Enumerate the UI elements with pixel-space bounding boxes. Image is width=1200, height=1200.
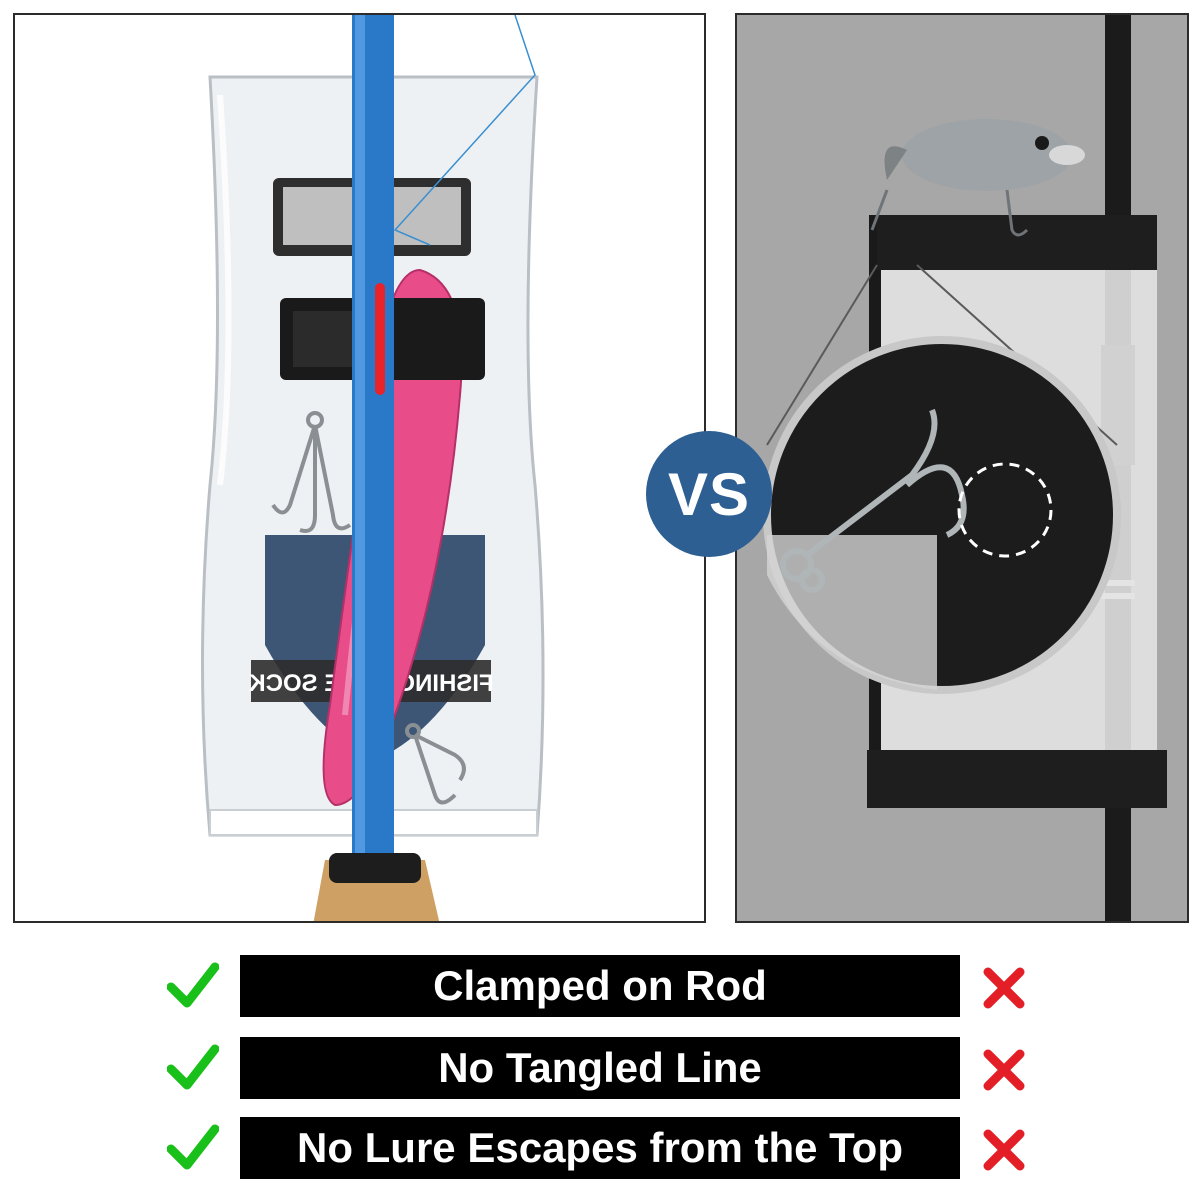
comparison-row-tangle: No Tangled Line: [0, 1037, 1200, 1099]
comparison-label: No Lure Escapes from the Top: [240, 1117, 960, 1179]
treble-hook-bottom-icon: [405, 723, 466, 805]
comparison-label: Clamped on Rod: [240, 955, 960, 1017]
clear-lure-sock-illustration: FISHING LURE SOCK: [201, 15, 545, 921]
cross-icon: [983, 1129, 1025, 1171]
comparison-label: No Tangled Line: [240, 1037, 960, 1099]
velcro-lure-wrap-illustration: [763, 15, 1167, 921]
check-icon: [167, 1124, 219, 1170]
right-competitor-panel: [735, 13, 1189, 923]
treble-hook-icon: [271, 411, 352, 533]
crank-lure: [902, 119, 1072, 191]
top-velcro-strap: [877, 215, 1157, 270]
bottom-velcro-strap: [867, 750, 1167, 808]
check-icon: [167, 1044, 219, 1090]
vs-badge: VS: [646, 431, 772, 557]
cross-icon: [983, 967, 1025, 1009]
cross-icon: [983, 1049, 1025, 1091]
comparison-row-escape: No Lure Escapes from the Top: [0, 1117, 1200, 1179]
check-icon: [167, 962, 219, 1008]
comparison-row-clamped: Clamped on Rod: [0, 955, 1200, 1017]
left-product-panel: FISHING LURE SOCK: [13, 13, 706, 923]
